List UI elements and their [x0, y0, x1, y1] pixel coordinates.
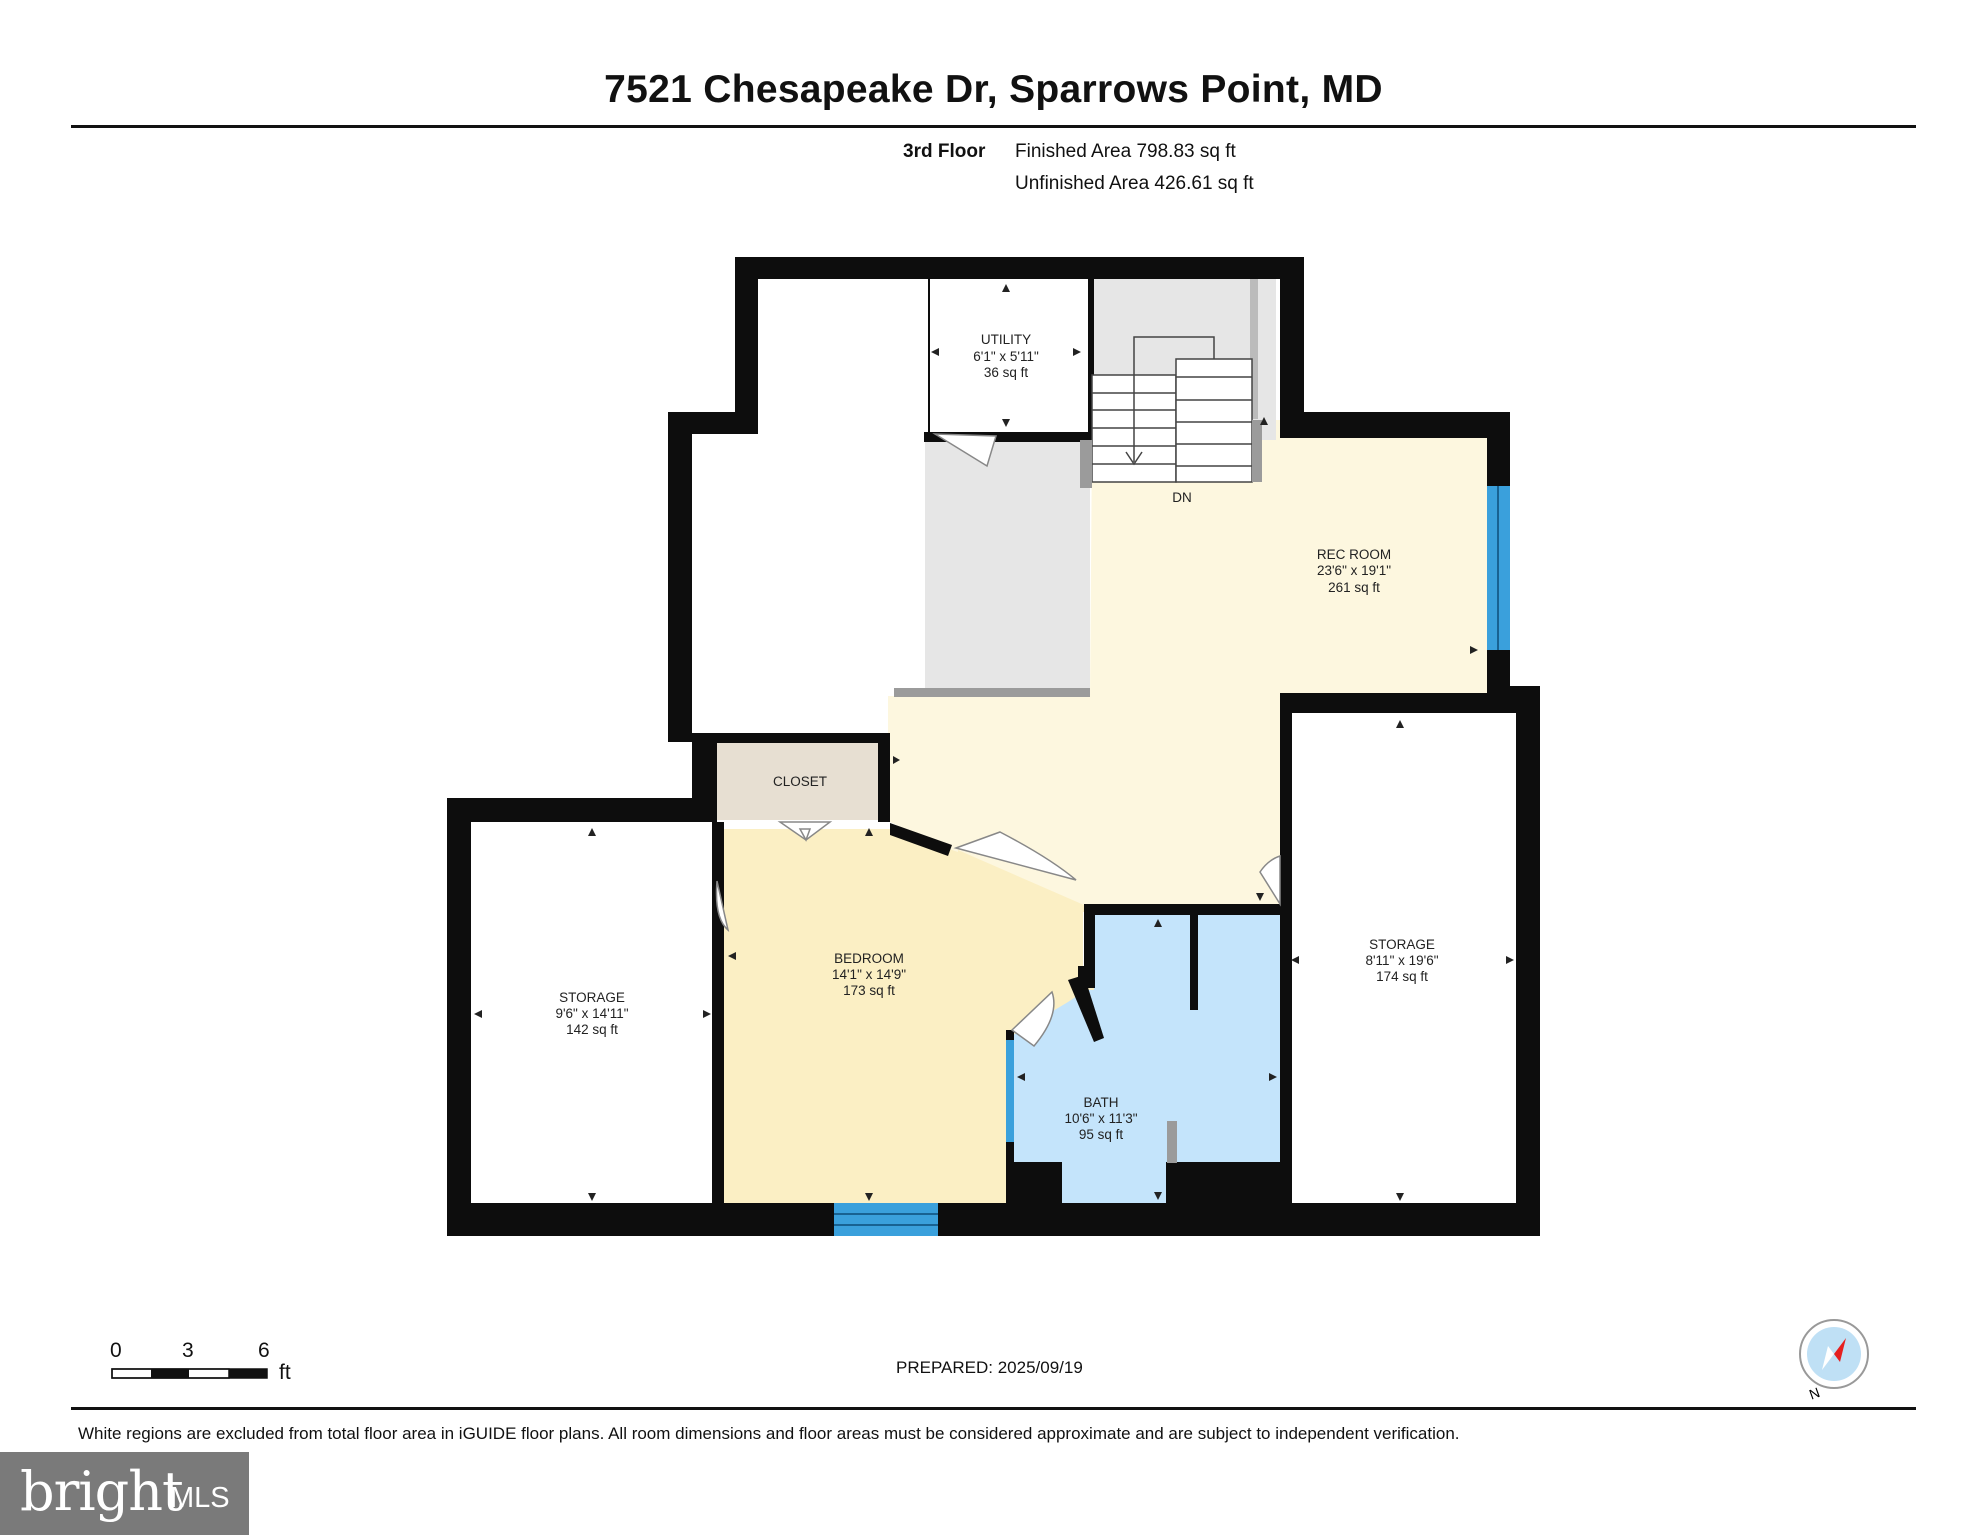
utility-name: UTILITY [981, 332, 1031, 347]
bath-area: 95 sq ft [1079, 1127, 1124, 1142]
utility-area-fill [757, 279, 1084, 432]
unfinished-area: Unfinished Area 426.61 sq ft [1015, 173, 1254, 194]
scale-tick-3: 3 [182, 1339, 194, 1362]
bath-name: BATH [1083, 1095, 1118, 1110]
storage-left-dims: 9'6" x 14'11" [555, 1006, 628, 1021]
footer-divider [71, 1407, 1916, 1410]
storage-left-name: STORAGE [559, 990, 625, 1005]
bedroom-area: 173 sq ft [843, 983, 895, 998]
closet-fill [717, 742, 888, 820]
scale-tick-6: 6 [258, 1339, 270, 1362]
scale-tick-0: 0 [110, 1339, 122, 1362]
rec-room-fill [888, 420, 1487, 912]
bedroom-fill [724, 829, 1094, 1203]
walls [447, 257, 1540, 1236]
rec-room-area: 261 sq ft [1328, 580, 1380, 595]
page-title: 7521 Chesapeake Dr, Sparrows Point, MD [604, 68, 1383, 111]
bath-window [1006, 1040, 1014, 1142]
storage-left-area: 142 sq ft [566, 1022, 618, 1037]
utility-dims: 6'1" x 5'11" [973, 349, 1039, 364]
bath-fill [1013, 912, 1280, 1203]
rec-room-name: REC ROOM [1317, 547, 1391, 562]
utility-area: 36 sq ft [984, 365, 1029, 380]
compass-label: N [1807, 1384, 1822, 1402]
hallway-unfinished-fill [925, 440, 1090, 696]
disclaimer: White regions are excluded from total fl… [78, 1424, 1460, 1443]
prepared-date: PREPARED: 2025/09/19 [896, 1358, 1083, 1377]
closet-name: CLOSET [773, 774, 827, 789]
staircase [1091, 336, 1253, 483]
bedroom-name: BEDROOM [834, 951, 904, 966]
hall-edge [894, 688, 1090, 697]
bedroom-angled-wall [890, 823, 952, 856]
logo-bright-text: bright [20, 1460, 184, 1523]
floor-label: 3rd Floor [903, 141, 986, 162]
bath-angled-wall [1068, 975, 1104, 1042]
finished-area: Finished Area 798.83 sq ft [1015, 141, 1236, 162]
dimension-markers [474, 284, 1514, 1201]
scale-bar [111, 1368, 268, 1379]
compass-icon: N [1796, 1316, 1872, 1407]
logo-mls-text: MLS [170, 1482, 230, 1514]
bath-dims: 10'6" x 11'3" [1064, 1111, 1137, 1126]
doors [715, 433, 1281, 1048]
scale-unit: ft [279, 1361, 291, 1384]
storage-right-dims: 8'11" x 19'6" [1365, 953, 1438, 968]
storage-right-name: STORAGE [1369, 937, 1435, 952]
bright-mls-logo: bright MLS [0, 1452, 249, 1535]
bedroom-window [834, 1203, 938, 1236]
bath-fixture [1167, 1121, 1177, 1163]
storage-right-area: 174 sq ft [1376, 969, 1428, 984]
bedroom-dims: 14'1" x 14'9" [832, 967, 906, 982]
rec-room-dims: 23'6" x 19'1" [1317, 563, 1391, 578]
stairs-dn-label: DN [1172, 490, 1192, 505]
title-divider [71, 125, 1916, 128]
